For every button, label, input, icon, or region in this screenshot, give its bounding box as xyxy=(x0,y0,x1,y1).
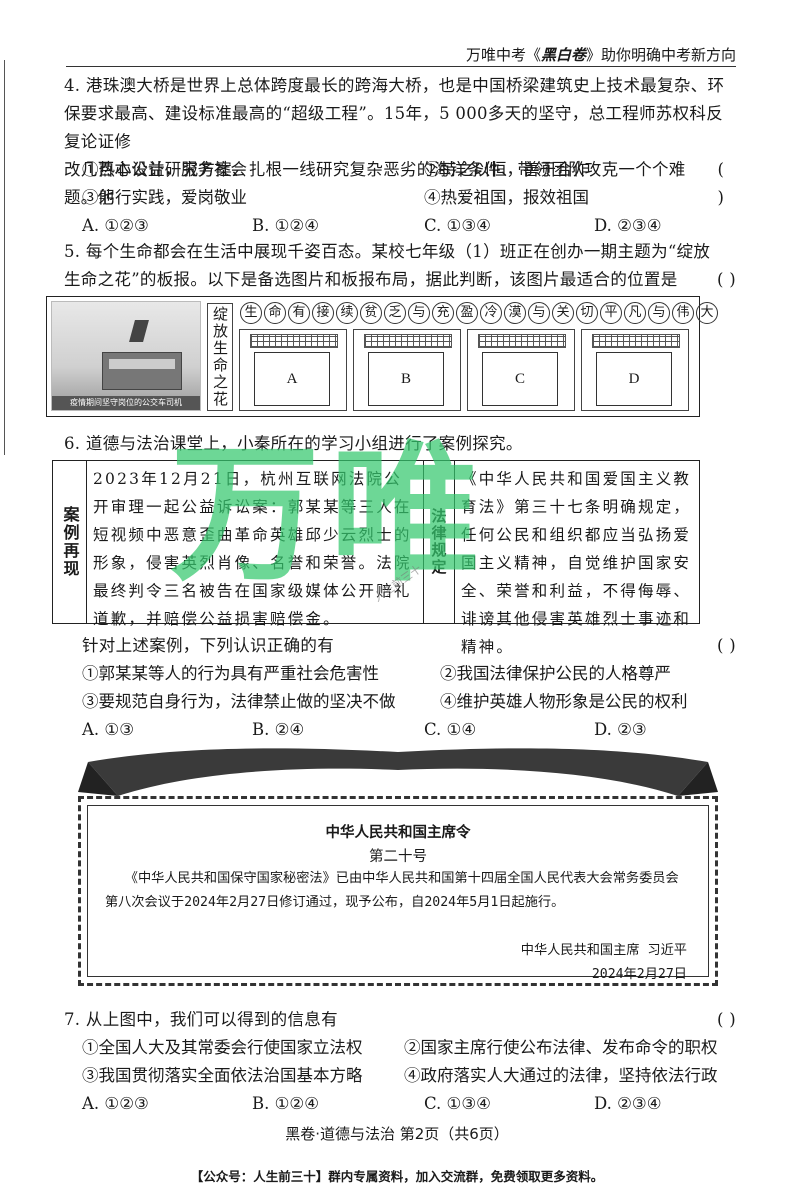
q4-line-3: 改几百本设计研究方案、扎根一线研究复杂恶劣的海洋条件、带领团队攻克一个个难题。他 xyxy=(64,160,686,207)
q7-option-b: B. ①②④ xyxy=(252,1094,319,1113)
topic-char: 漠 xyxy=(504,302,526,324)
ribbon-shape xyxy=(88,748,708,796)
decree-signer: 中华人民共和国主席 习近平 xyxy=(520,943,687,958)
topic-char: 切 xyxy=(576,302,598,324)
q6-case-box: 案例再现 2023年12月21日，杭州互联网法院公开审理一起公益诉讼案：郭某某等… xyxy=(52,460,700,656)
q6-answer-paren: ( ) xyxy=(716,636,736,655)
case-text: 2023年12月21日，杭州互联网法院公开审理一起公益诉讼案：郭某某等三人在短视… xyxy=(93,470,412,628)
q4-statement-2: ②持之以恒，善于合作 xyxy=(424,160,589,179)
slot-label: A xyxy=(254,352,330,406)
board-slot-b: B xyxy=(353,329,461,411)
q6-statement-2: ②我国法律保护公民的人格尊严 xyxy=(440,664,671,683)
q7-statement-4: ④政府落实人大通过的法律，坚持依法行政 xyxy=(404,1066,718,1085)
question-4: 4. 港珠澳大桥是世界上总体跨度最长的跨海大桥，也是中国桥梁建筑史上技术最复杂、… xyxy=(64,72,736,212)
q7-option-a: A. ①②③ xyxy=(82,1094,149,1113)
q5-line-2: 生命之花”的板报。以下是备选图片和板报布局，据此判断，该图片最适合的位置是 xyxy=(64,270,678,289)
q5-answer-paren: ( ) xyxy=(716,270,736,289)
bottom-note: 【公众号：人生前三十】群内专属资料，加入交流群，免费领取更多资料。 xyxy=(190,1169,604,1184)
page-footer: 黑卷·道德与法治 第2页（共6页） xyxy=(285,1125,509,1143)
slot-label: D xyxy=(596,352,672,406)
law-text: 《中华人民共和国爱国主义教育法》第三十七条明确规定，任何公民和组织都应当弘扬爱国… xyxy=(461,470,692,656)
q5-line-1: 5. 每个生命都会在生活中展现千姿百态。某校七年级（1）班正在创办一期主题为“绽… xyxy=(64,242,711,261)
topic-char: 伟 xyxy=(672,302,694,324)
q6-option-b: B. ②④ xyxy=(252,720,305,739)
q4-option-c: C. ①③④ xyxy=(424,216,491,235)
q4-statement-4: ④热爱祖国，报效祖国 xyxy=(424,188,589,207)
header-suffix: 》助你明确中考新方向 xyxy=(585,46,736,64)
q6-statement-1: ①郭某某等人的行为具有严重社会危害性 xyxy=(82,664,379,683)
header-rule xyxy=(66,66,736,67)
topic-char: 接 xyxy=(312,302,334,324)
topic-char: 盈 xyxy=(456,302,478,324)
q6-intro: 6. 道德与法治课堂上，小秦所在的学习小组进行了案例探究。 xyxy=(64,434,523,453)
q7-answer-paren: ( ) xyxy=(716,1010,736,1029)
q5-photo: 疫情期间坚守岗位的公交车司机 xyxy=(51,301,201,411)
q6-option-c: C. ①④ xyxy=(424,720,477,739)
q4-option-d: D. ②③④ xyxy=(594,216,662,235)
topic-char: 生 xyxy=(240,302,262,324)
q4-line-1: 4. 港珠澳大桥是世界上总体跨度最长的跨海大桥，也是中国桥梁建筑史上技术最复杂、… xyxy=(64,76,725,95)
q6-statement-3: ③要规范自身行为，法律禁止做的坚决不做 xyxy=(82,692,396,711)
slot-label: B xyxy=(368,352,444,406)
board-slot-a: A xyxy=(239,329,347,411)
q6-option-a: A. ①③ xyxy=(82,720,134,739)
decree-box: 中华人民共和国主席令 第二十号 《中华人民共和国保守国家秘密法》已由中华人民共和… xyxy=(78,796,718,986)
topic-char: 充 xyxy=(432,302,454,324)
ribbon-left-fold xyxy=(78,762,118,796)
topic-char: 大 xyxy=(696,302,718,324)
q7-question-text: 7. 从上图中，我们可以得到的信息有 xyxy=(64,1010,338,1029)
q6-option-d: D. ②③ xyxy=(594,720,647,739)
topic-char: 贫 xyxy=(360,302,382,324)
topic-char: 与 xyxy=(648,302,670,324)
decree-ribbon xyxy=(78,748,718,796)
decree-title: 中华人民共和国主席令 xyxy=(325,825,471,841)
topic-char: 乏 xyxy=(384,302,406,324)
topic-char: 续 xyxy=(336,302,358,324)
case-label: 案例再现 xyxy=(53,461,87,623)
slot-label: C xyxy=(482,352,558,406)
decree-body: 《中华人民共和国保守国家秘密法》已由中华人民共和国第十四届全国人民代表大会常务委… xyxy=(105,871,679,910)
question-5: 5. 每个生命都会在生活中展现千姿百态。某校七年级（1）班正在创办一期主题为“绽… xyxy=(64,238,736,294)
q6-question: 针对上述案例，下列认识正确的有 ( ) xyxy=(82,632,736,660)
topic-char: 命 xyxy=(264,302,286,324)
topic-char: 平 xyxy=(600,302,622,324)
topic-char: 有 xyxy=(288,302,310,324)
board-topic-strip: 生 命 有 接 续 贫 乏 与 充 盈 冷 漠 与 关 切 平 凡 与 伟 大 xyxy=(240,302,718,326)
topic-char: 与 xyxy=(528,302,550,324)
page-header: 万唯中考《黑白卷》助你明确中考新方向 xyxy=(466,44,736,65)
q4-statement-1: ①热心公益，服务社会 xyxy=(82,160,247,179)
board-title: 绽放生命之花 xyxy=(207,303,233,411)
q4-option-a: A. ①②③ xyxy=(82,216,149,235)
photo-caption: 疫情期间坚守岗位的公交车司机 xyxy=(52,396,200,410)
board-slot-d: D xyxy=(581,329,689,411)
q4-answer-paren: ( ) xyxy=(717,160,725,207)
q4-option-b: B. ①②④ xyxy=(252,216,319,235)
q7-statement-3: ③我国贯彻落实全面依法治国基本方略 xyxy=(82,1066,363,1085)
q6-question-text: 针对上述案例，下列认识正确的有 xyxy=(82,636,334,655)
topic-char: 关 xyxy=(552,302,574,324)
topic-char: 与 xyxy=(408,302,430,324)
law-label: 法律规定 xyxy=(423,461,455,623)
header-brand: 黑白卷 xyxy=(540,46,586,64)
q7-statement-1: ①全国人大及其常委会行使国家立法权 xyxy=(82,1038,363,1057)
header-prefix: 万唯中考《 xyxy=(465,46,541,64)
topic-char: 凡 xyxy=(624,302,646,324)
q4-statement-3: ③躬行实践，爱岗敬业 xyxy=(82,188,247,207)
photo-bus xyxy=(102,352,182,390)
photo-figure xyxy=(129,320,149,342)
margin-line xyxy=(4,60,5,455)
decree-date: 2024年2月27日 xyxy=(591,967,687,982)
question-7: 7. 从上图中，我们可以得到的信息有 ( ) xyxy=(64,1006,736,1034)
q7-statement-2: ②国家主席行使公布法律、发布命令的职权 xyxy=(404,1038,718,1057)
q6-statement-4: ④维护英雄人物形象是公民的权利 xyxy=(440,692,688,711)
q7-option-c: C. ①③④ xyxy=(424,1094,491,1113)
q5-figure: 疫情期间坚守岗位的公交车司机 绽放生命之花 生 命 有 接 续 贫 乏 与 充 … xyxy=(46,296,718,417)
board-slot-c: C xyxy=(467,329,575,411)
q7-option-d: D. ②③④ xyxy=(594,1094,662,1113)
q4-line-2: 保要求最高、建设标准最高的“超级工程”。15年，5 000多天的坚守，总工程师苏… xyxy=(64,104,724,151)
topic-char: 冷 xyxy=(480,302,502,324)
ribbon-right-fold xyxy=(678,762,718,796)
decree-number: 第二十号 xyxy=(369,849,427,865)
